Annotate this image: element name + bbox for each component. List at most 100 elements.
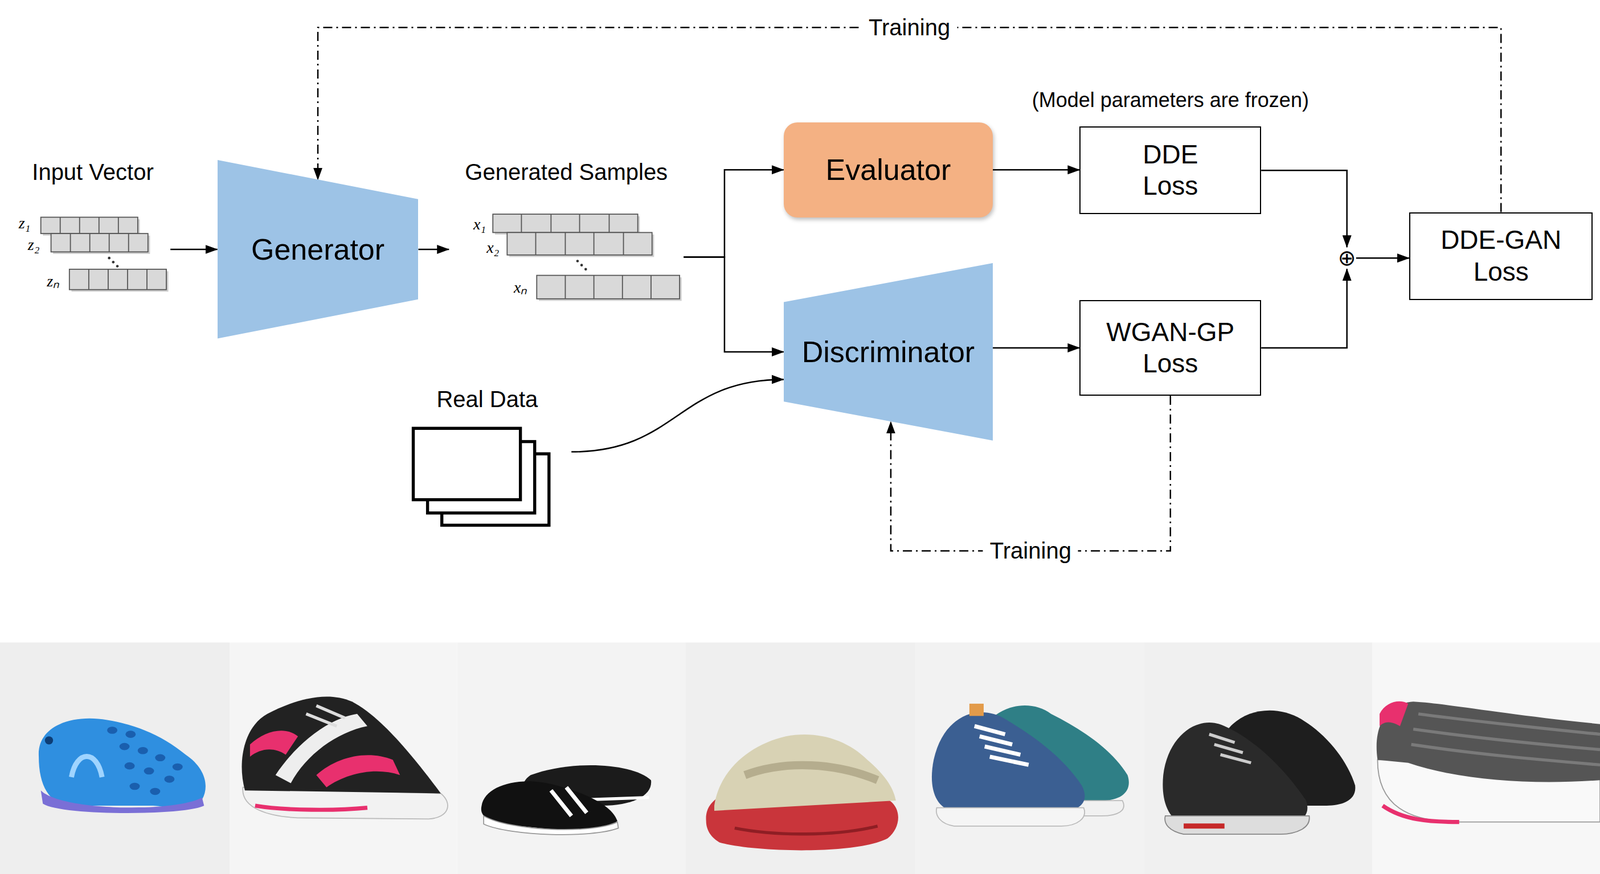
real-data-frames (413, 428, 521, 500)
black-sneakers (1162, 710, 1356, 836)
teal-sneakers (974, 726, 1029, 765)
sample-vectors (565, 275, 651, 300)
sample-vectors (492, 214, 638, 233)
teal-sneakers (931, 704, 1129, 827)
trapezoid-fill (783, 263, 993, 441)
shoe-photo-strip (0, 642, 1600, 874)
blue-clog (137, 747, 149, 755)
blue-clog (164, 775, 175, 784)
black-sneakers (1209, 734, 1251, 764)
knit-runner (1376, 701, 1600, 783)
group-heading: Generated Samples (464, 158, 668, 186)
block-title: Generator (251, 231, 385, 268)
shoe-photo-strip (0, 642, 230, 874)
group-heading: Real Data (436, 385, 538, 413)
loss-title: DDE Loss (1119, 138, 1222, 202)
shoe-photo-strip (457, 642, 686, 874)
input-vectors (41, 217, 169, 293)
loss-box: DDE-GAN Loss (1409, 212, 1593, 301)
flow-connector (418, 248, 449, 251)
block-title: Discriminator (801, 334, 975, 370)
generator-block: Generator (217, 160, 419, 339)
evaluator-box: Evaluator (783, 122, 993, 218)
sample-symbol: x₂ (486, 239, 499, 257)
loss-title: DDE-GAN Loss (1429, 224, 1573, 288)
red-shoe (734, 826, 878, 835)
sample-vectors (492, 214, 682, 301)
input-vectors (69, 269, 167, 290)
running-shoe (316, 755, 400, 788)
sample-symbol: x₁ (473, 215, 486, 234)
running-shoe (242, 696, 448, 820)
input-vectors (60, 217, 119, 235)
flow-connector (1356, 257, 1410, 260)
blue-clog (149, 788, 161, 796)
input-vectors (107, 256, 111, 260)
shoe-photo-strip (229, 642, 457, 874)
input-vectors (41, 217, 138, 235)
black-sneakers (1164, 816, 1310, 835)
black-sneakers (1162, 722, 1308, 825)
sample-vectors (506, 232, 652, 255)
input-vectors (112, 260, 116, 264)
blue-clog (154, 754, 166, 763)
blue-clog (41, 790, 205, 814)
shoe-photo-strip (1372, 642, 1600, 874)
knit-runner (1382, 805, 1459, 823)
input-vector-group: Input Vector (15, 158, 171, 297)
input-vectors (51, 233, 149, 252)
teal-sneakers (969, 704, 984, 716)
input-vectors (70, 233, 129, 252)
trapezoid-fill (217, 160, 419, 339)
running-shoe (255, 805, 368, 810)
blue-clog (44, 736, 53, 745)
slides (481, 765, 652, 836)
red-shoe (714, 734, 896, 812)
real-data-group: Real Data (403, 385, 572, 529)
sum-symbol: ⊕ (1337, 247, 1357, 269)
sample-vectors (580, 263, 584, 267)
blue-clog (119, 743, 130, 751)
red-shoe (745, 765, 878, 781)
note-text: (Model parameters are frozen) (1032, 88, 1309, 112)
blue-clog (172, 763, 183, 772)
flow-connector (170, 248, 218, 251)
blue-clog (125, 730, 136, 739)
knit-runner (1376, 701, 1600, 823)
flow-connector (992, 347, 1080, 350)
sample-vectors (576, 259, 580, 263)
slides (483, 816, 619, 836)
running-shoe (250, 730, 298, 757)
vector-symbol: z₂ (27, 236, 40, 255)
loss-box: DDE Loss (1079, 126, 1262, 215)
blue-clog (129, 783, 141, 791)
black-sneakers (1183, 823, 1225, 829)
flow-connector (571, 379, 784, 452)
block-title: Evaluator (825, 152, 952, 188)
input-vectors (116, 264, 120, 268)
sample-vectors (584, 268, 588, 272)
sample-vectors (535, 232, 624, 255)
running-shoe (305, 705, 345, 727)
sample-vectors (521, 214, 609, 233)
group-heading: Input Vector (31, 158, 154, 186)
shoe-photo-strip (915, 642, 1144, 874)
blue-clog (38, 718, 206, 814)
red-shoe (706, 734, 899, 851)
vector-symbol: z₁ (18, 214, 31, 233)
flow-connector (992, 169, 1080, 171)
sample-vectors (536, 275, 680, 300)
training-connector (317, 27, 1501, 212)
flow-connector (683, 169, 784, 257)
real-data-frames (413, 428, 550, 526)
edge-label: Training (983, 537, 1079, 565)
flow-connector (683, 256, 784, 353)
teal-sneakers (936, 808, 1085, 827)
teal-sneakers (931, 712, 1085, 813)
blue-clog (144, 767, 155, 776)
slides (550, 787, 587, 817)
input-vectors (88, 269, 147, 290)
loss-box: WGAN-GP Loss (1079, 300, 1262, 396)
blue-clog (107, 726, 118, 735)
